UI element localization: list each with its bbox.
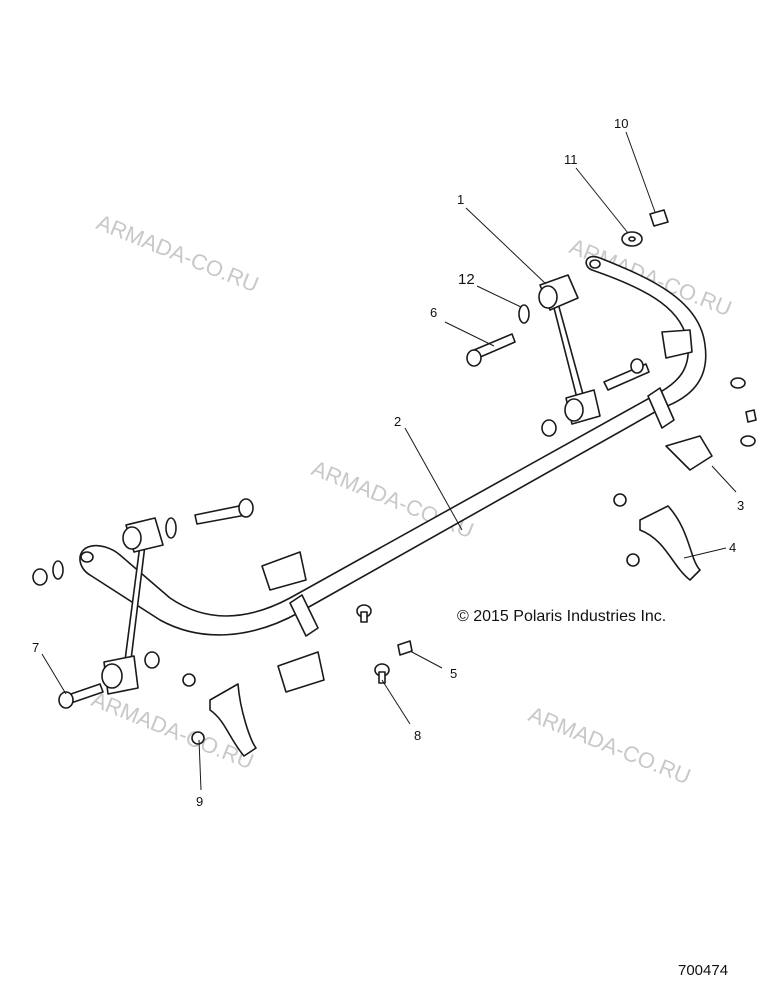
link-rod-right [538, 274, 601, 425]
callouts: 1 2 3 4 5 6 7 8 9 10 11 12 [32, 116, 744, 809]
brackets [209, 505, 701, 757]
callout-7: 7 [32, 640, 39, 655]
watermark-3: ARMADA-CO.RU [308, 455, 477, 543]
bushings [261, 329, 713, 693]
figure-number: 700474 [678, 962, 728, 979]
callout-6: 6 [430, 305, 437, 320]
link-rod-left [101, 517, 164, 695]
washers-nuts [32, 209, 669, 745]
watermark-1: ARMADA-CO.RU [93, 209, 262, 297]
leader-lines [41, 131, 737, 791]
callout-10: 10 [614, 116, 628, 131]
stabilizer-bar [79, 255, 707, 637]
watermark-5: ARMADA-CO.RU [525, 701, 694, 789]
watermarks: ARMADA-CO.RU ARMADA-CO.RU ARMADA-CO.RU A… [88, 209, 735, 789]
callout-4: 4 [729, 540, 736, 555]
callout-11: 11 [564, 152, 578, 167]
callout-2: 2 [394, 414, 401, 429]
bolts [58, 333, 757, 709]
copyright-text: © 2015 Polaris Industries Inc. [457, 608, 666, 625]
callout-9: 9 [196, 794, 203, 809]
watermark-2: ARMADA-CO.RU [566, 233, 735, 321]
callout-8: 8 [414, 728, 421, 743]
callout-5: 5 [450, 666, 457, 681]
callout-3: 3 [737, 498, 744, 513]
callout-1: 1 [457, 192, 464, 207]
callout-12: 12 [458, 271, 475, 288]
